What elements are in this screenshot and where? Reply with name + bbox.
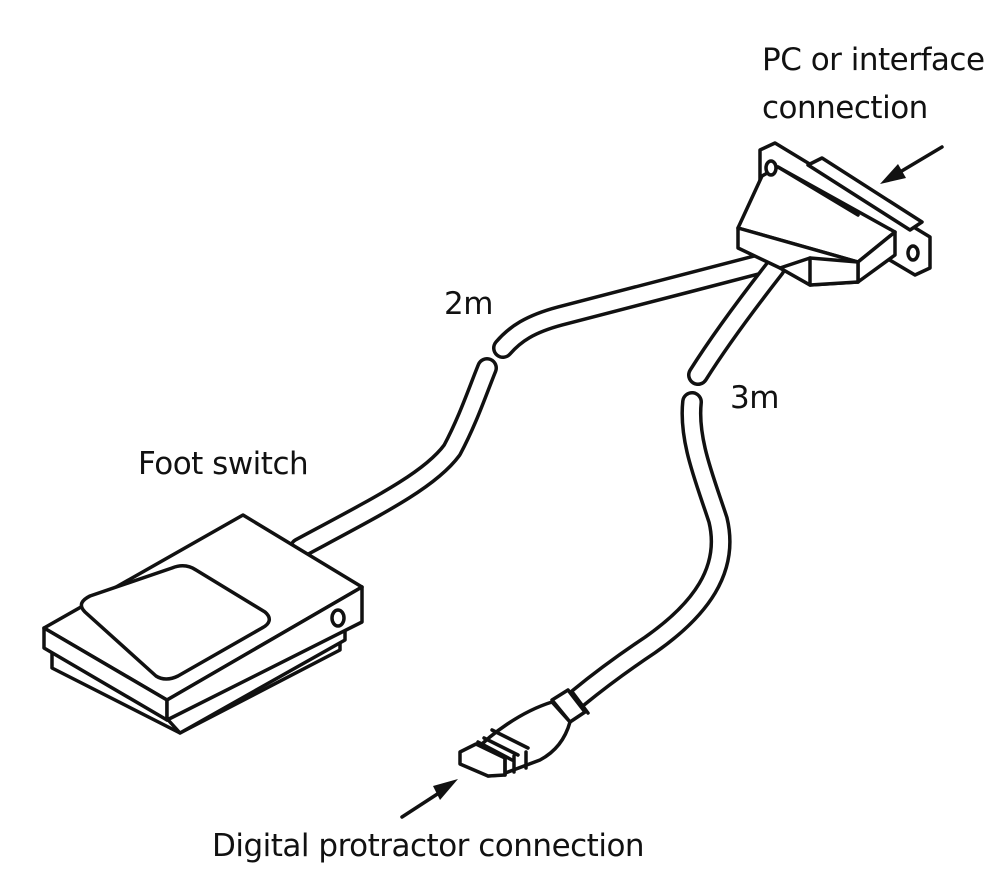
pc-connection-label-line2: connection — [762, 90, 928, 126]
cable-2m-upper — [492, 251, 779, 359]
mounting-hole-right — [906, 244, 920, 262]
arrow-protractor-connection-icon — [400, 779, 458, 819]
arrow-pc-connection-icon — [880, 145, 944, 184]
pc-connector — [736, 141, 932, 287]
cable-2m-lower — [289, 357, 498, 559]
mounting-hole-left — [764, 159, 778, 177]
foot-switch-label: Foot switch — [138, 446, 309, 482]
protractor-connection-label: Digital protractor connection — [212, 828, 645, 864]
cable-length-3m-label: 3m — [730, 380, 779, 416]
pc-connection-label-line1: PC or interface — [762, 42, 985, 78]
cable-length-2m-label: 2m — [444, 286, 493, 322]
foot-switch — [42, 513, 364, 735]
pc-connection-label: PC or interface connection — [762, 36, 985, 132]
foot-switch-hole — [330, 608, 346, 628]
cable-3m-upper — [687, 257, 786, 386]
protractor-plug — [458, 688, 590, 778]
cable-3m-lower — [567, 391, 732, 709]
